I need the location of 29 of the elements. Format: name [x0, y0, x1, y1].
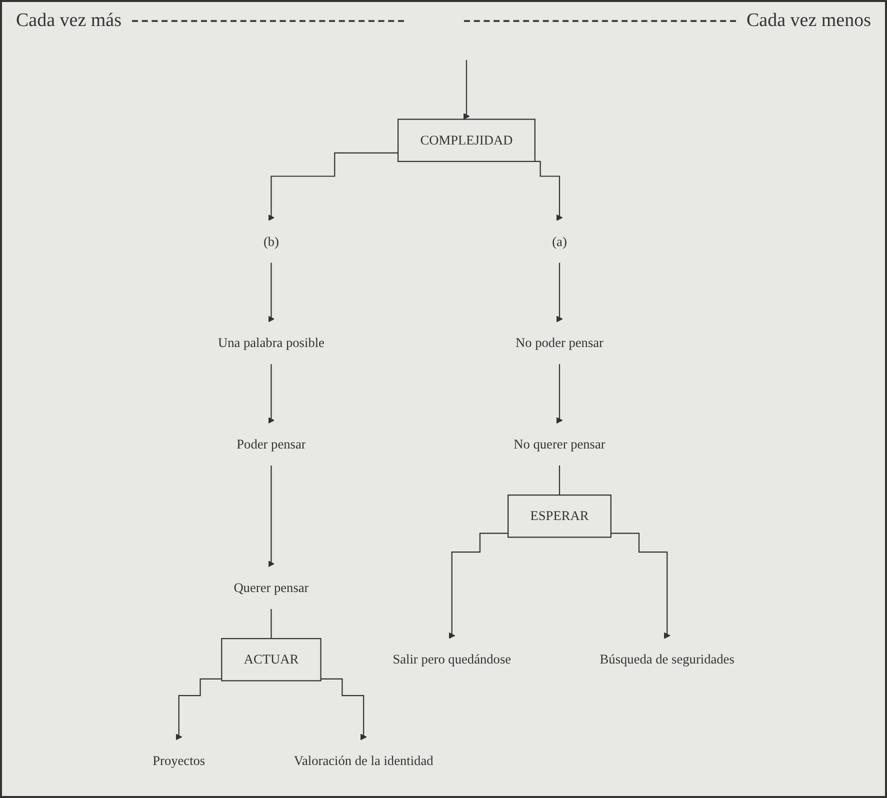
node-text: Querer pensar: [234, 580, 309, 595]
node-box: COMPLEJIDAD: [398, 118, 536, 162]
node-box: ESPERAR: [508, 494, 612, 538]
label-text: Cada vez más: [16, 10, 122, 32]
node-text: (a): [552, 234, 567, 249]
node-box: ACTUAR: [221, 638, 322, 682]
arrow: [320, 678, 367, 740]
arrow: [610, 532, 670, 639]
arrow: [176, 678, 222, 740]
arrow: [268, 364, 274, 424]
node-text: No poder pensar: [515, 335, 604, 350]
connector: [558, 464, 560, 496]
node-text: No querer pensar: [514, 436, 606, 452]
arrow: [448, 532, 508, 639]
node-text: Una palabra posible: [218, 335, 324, 350]
label-text: Cada vez menos: [746, 10, 871, 32]
node-text: Valoración de la identidad: [294, 753, 434, 768]
node-text: Búsqueda de seguridades: [600, 652, 734, 667]
node-text: (b): [263, 234, 279, 249]
arrow: [463, 60, 470, 120]
node-text: Poder pensar: [236, 436, 306, 452]
arrow: [556, 262, 563, 322]
arrow: [268, 262, 274, 322]
node-text: Salir pero quedándose: [392, 652, 512, 667]
connector: [270, 608, 272, 640]
arrow: [268, 152, 398, 221]
arrow: [556, 364, 563, 424]
arrow: [268, 464, 274, 568]
node-text: Proyectos: [152, 753, 206, 768]
